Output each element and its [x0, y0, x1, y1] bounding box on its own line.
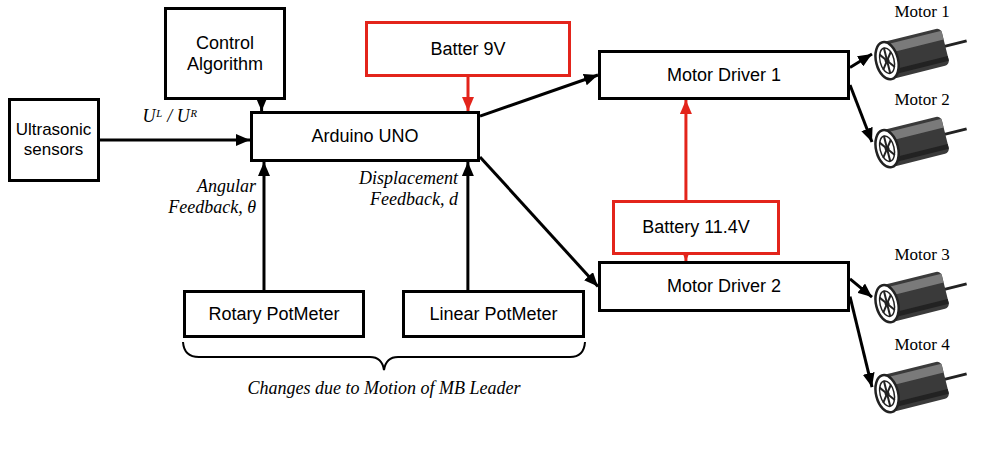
signal-arrow	[480, 75, 598, 116]
signal-arrow	[480, 157, 598, 287]
signal-arrow	[100, 139, 251, 142]
brace-caption: Changes due to Motion of MB Leader	[184, 378, 584, 399]
signal-arrow	[850, 54, 872, 67]
motor-label: Motor 4	[894, 335, 949, 355]
process-box: Control Algorithm	[164, 7, 286, 100]
motor-icon	[872, 355, 972, 415]
process-box: Ultrasonic sensors	[8, 98, 100, 182]
signal-arrow	[850, 279, 872, 297]
motor-icon	[872, 22, 972, 82]
signal-arrow	[850, 85, 872, 142]
battery-box: Batter 9V	[365, 21, 571, 77]
box-label: Linear PotMeter	[429, 304, 557, 325]
box-label: Ultrasonic sensors	[15, 120, 93, 159]
signal-label: Uᴸ / Uᴿ	[100, 106, 240, 127]
power-arrow	[467, 77, 470, 111]
signal-arrow	[262, 162, 265, 290]
box-label: Control Algorithm	[171, 33, 279, 74]
signal-arrow	[260, 100, 263, 111]
motor-node: Motor 1	[872, 2, 972, 86]
motor-label: Motor 3	[894, 245, 949, 265]
process-box: Motor Driver 1	[598, 50, 850, 100]
motor-icon	[872, 110, 972, 170]
motor-label: Motor 1	[894, 2, 949, 22]
curly-brace	[183, 342, 585, 370]
motor-label: Motor 2	[894, 90, 949, 110]
signal-arrow	[466, 162, 469, 290]
box-label: Arduino UNO	[311, 126, 418, 147]
power-arrow	[684, 100, 687, 200]
process-box: Motor Driver 2	[598, 261, 850, 312]
signal-label: Displacement Feedback, d	[338, 168, 458, 209]
motor-node: Motor 3	[872, 245, 972, 329]
box-label: Battery 11.4V	[642, 217, 750, 238]
process-box: Rotary PotMeter	[183, 290, 365, 338]
motor-node: Motor 2	[872, 90, 972, 174]
box-label: Rotary PotMeter	[208, 304, 339, 325]
signal-arrow	[850, 297, 872, 387]
box-label: Batter 9V	[430, 39, 505, 60]
motor-icon	[872, 265, 972, 325]
battery-box: Battery 11.4V	[612, 200, 780, 255]
signal-label: Angular Feedback, θ	[138, 176, 256, 217]
process-box: Arduino UNO	[250, 111, 480, 162]
process-box: Linear PotMeter	[402, 290, 585, 338]
motor-node: Motor 4	[872, 335, 972, 419]
box-label: Motor Driver 2	[667, 276, 781, 297]
box-label: Motor Driver 1	[667, 65, 781, 86]
